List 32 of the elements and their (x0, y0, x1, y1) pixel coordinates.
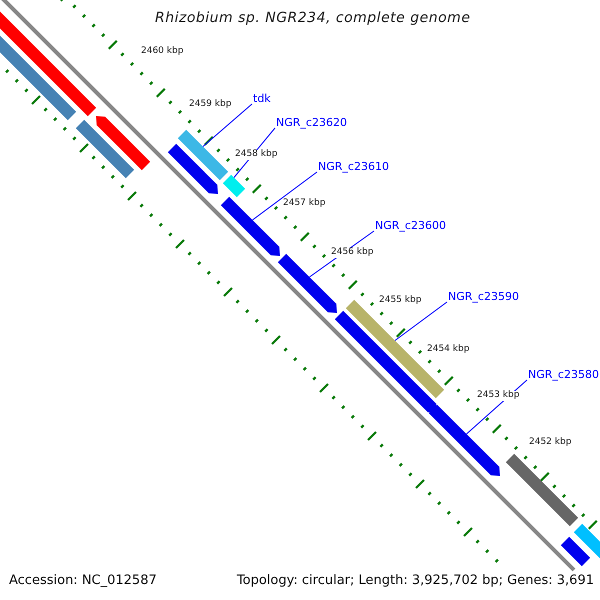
gene-bar (96, 116, 150, 170)
title: Rhizobium sp. NGR234, complete genome (155, 11, 470, 26)
scale-label: 2452 kbp (528, 438, 572, 448)
gene-label: NGR_c23600 (375, 220, 446, 232)
gene-label: NGR_c23620 (276, 117, 347, 130)
gene-bar (278, 254, 337, 313)
leader-line (394, 302, 448, 341)
gene-bar (506, 454, 578, 526)
gene-bar (168, 144, 205, 181)
gene-bar (574, 524, 600, 558)
leader-line (252, 172, 318, 220)
gene-label: NGR_c23590 (448, 291, 519, 304)
scale-label: 2453 kbp (476, 391, 520, 401)
scale-label: 2454 kbp (426, 345, 470, 355)
gene-bar (76, 120, 134, 178)
gene-bar (560, 536, 590, 566)
accession-text: Accession: NC_012587 (9, 574, 157, 588)
gene-label: tdk (253, 93, 271, 106)
scale-label: 2456 kbp (330, 248, 374, 258)
gene-bar (428, 404, 500, 476)
scale-label: 2455 kbp (378, 296, 422, 306)
leader-line (202, 104, 252, 147)
scale-label: 2458 kbp (234, 150, 278, 160)
scale-label: 2459 kbp (188, 100, 232, 110)
scale-label: 2460 kbp (140, 47, 184, 57)
genome-info-text: Topology: circular; Length: 3,925,702 bp; Genes: 3,691 (236, 574, 594, 588)
scale-label: 2457 kbp (282, 199, 326, 209)
gene-label: NGR_c23610 (318, 161, 389, 174)
gene-bar (178, 130, 228, 180)
gene-bar (196, 172, 218, 194)
gene-label: NGR_c23580 (528, 369, 599, 382)
gene-bar (220, 196, 280, 256)
